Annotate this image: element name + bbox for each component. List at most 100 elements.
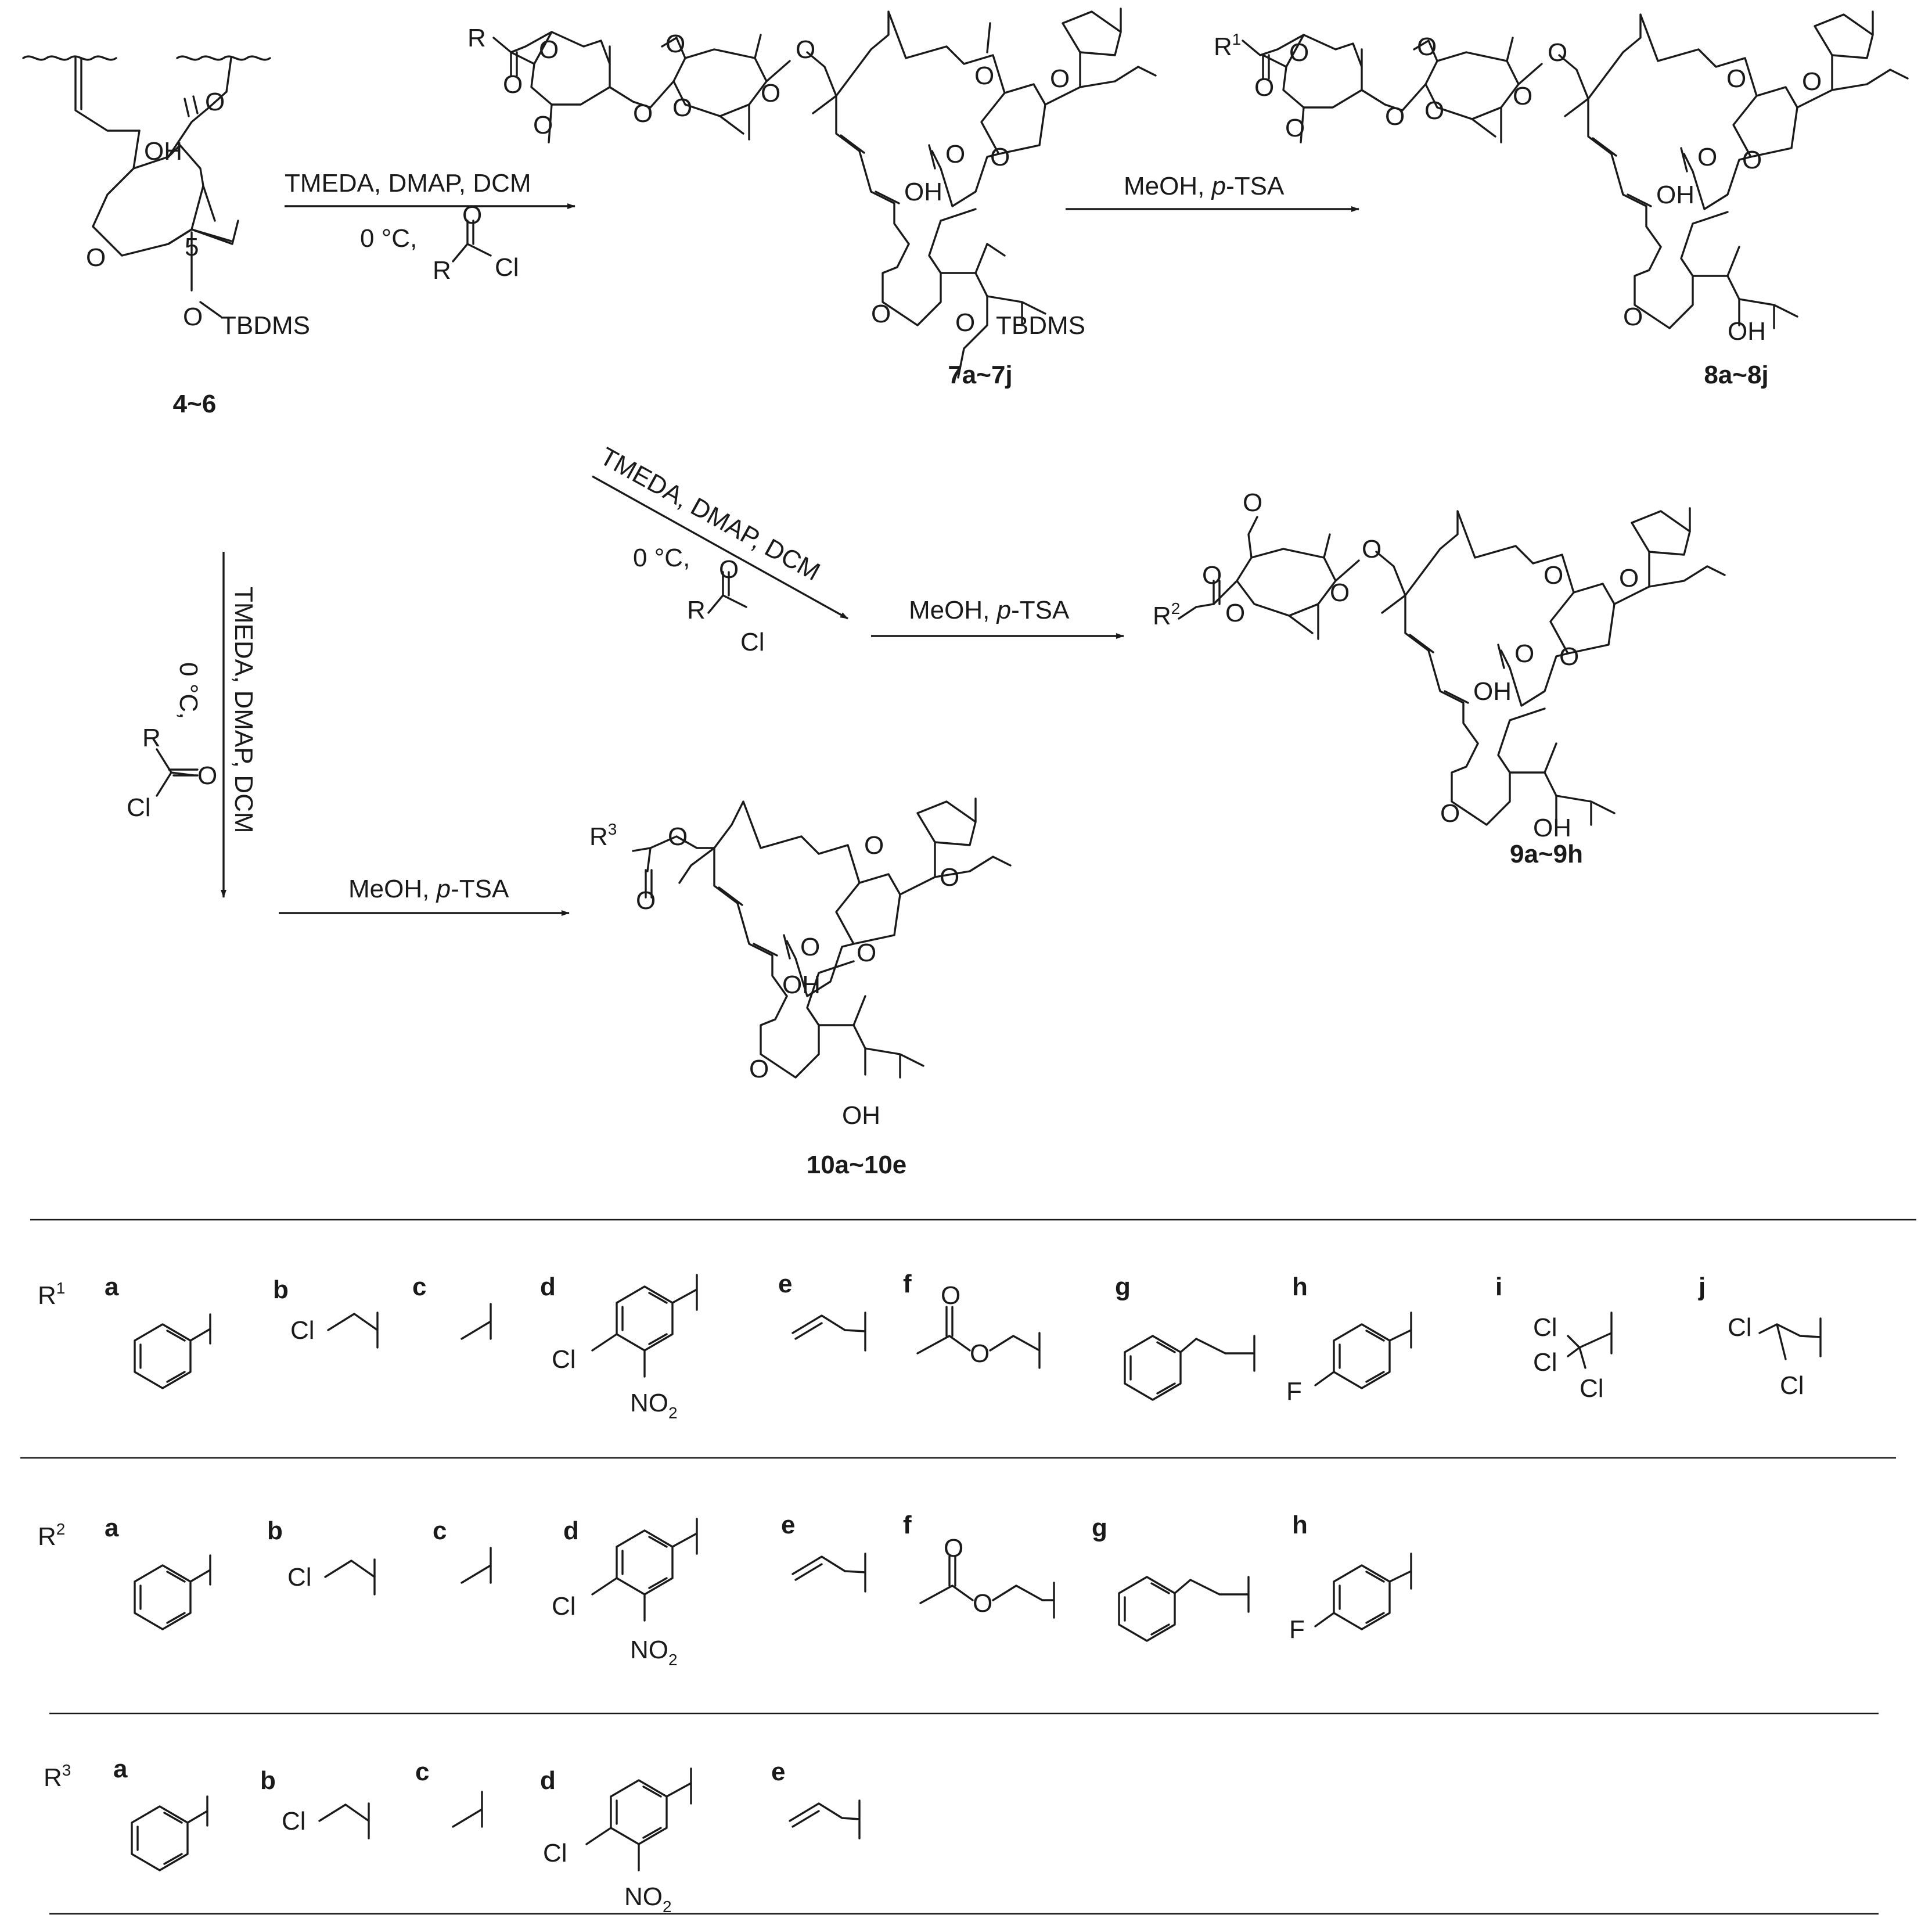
r1-letter-g: g	[1115, 1273, 1131, 1301]
oh-9-b: OH	[1533, 814, 1571, 842]
arrow-deprotection-1: MeOH, p-TSA	[1066, 172, 1359, 212]
o-9-e: O	[1362, 535, 1381, 563]
o-10-g: O	[749, 1055, 769, 1083]
ester-o-label: O	[205, 88, 225, 116]
r3-letter-d: d	[540, 1766, 556, 1795]
r1-j-cl1: Cl	[1728, 1313, 1752, 1342]
r3-row-label: R3	[44, 1761, 71, 1792]
r3-d-no2: NO2	[624, 1882, 672, 1915]
o-10-b: O	[636, 886, 656, 915]
r2-b-cl: Cl	[287, 1563, 312, 1591]
r2-f-o1: O	[944, 1534, 963, 1562]
o-7-n: O	[955, 308, 975, 337]
compound-label-10: 10a~10e	[807, 1151, 907, 1179]
o-8-b: O	[1254, 73, 1274, 102]
r2-d-cl: Cl	[552, 1592, 576, 1621]
silyl-o-label: O	[183, 303, 203, 331]
position-5-label: 5	[185, 233, 199, 261]
r2-label-9: R2	[1153, 599, 1180, 630]
methyl-icon	[460, 1547, 492, 1584]
o-8-g: O	[1513, 82, 1532, 110]
o-10-e: O	[800, 933, 820, 961]
r1-letter-e: e	[778, 1270, 792, 1298]
oh-8-b: OH	[1728, 317, 1766, 346]
arrow-deprotection-3: MeOH, p-TSA	[279, 875, 570, 916]
o-7-b: O	[503, 70, 523, 99]
reagent-deprotection-2: MeOH, p-TSA	[909, 596, 1070, 624]
r3-letter-a: a	[113, 1755, 128, 1783]
compound-8-structure: R1 O O O O O O O O O O O O OH O OH 8a~8j	[1214, 10, 1909, 389]
r2-letter-e: e	[781, 1511, 795, 1539]
r1-row-label: R1	[38, 1279, 65, 1310]
o-8-l: O	[1742, 146, 1762, 174]
arrow-acylation-2: TMEDA, DMAP, DCM 0 °C, R O Cl	[592, 442, 848, 656]
compound-4-6-structure: O OH 5 O O TBDMS 4~6	[22, 55, 310, 418]
o-7-c: O	[665, 30, 685, 58]
acyl-r-3: R	[142, 724, 161, 752]
r3-letter-c: c	[415, 1758, 429, 1786]
acyl-o-1: O	[462, 201, 482, 229]
o-10-a: O	[668, 822, 688, 851]
compound-10-structure: R3 O O O O O O OH O OH 10a~10e	[589, 797, 1012, 1179]
benzyl-icon	[1118, 1576, 1250, 1642]
o-10-d: O	[940, 863, 959, 892]
compound-label-9: 9a~9h	[1510, 840, 1583, 868]
chloromethyl-icon: Cl	[287, 1558, 376, 1596]
r1-label-8: R1	[1214, 30, 1241, 61]
temperature-3: 0 °C,	[174, 662, 203, 719]
4-fluorophenyl-icon: F	[1289, 1553, 1412, 1644]
o-8-f: O	[1424, 96, 1444, 125]
o-9-g: O	[1619, 564, 1639, 592]
o-7-m: O	[871, 300, 891, 328]
r1-d-cl: Cl	[552, 1345, 576, 1374]
reagent-acylation-1: TMEDA, DMAP, DCM	[285, 169, 531, 197]
temperature-1: 0 °C,	[360, 224, 417, 253]
vinyl-icon	[791, 1553, 866, 1593]
o-10-c: O	[864, 831, 884, 860]
oh-10-b: OH	[842, 1101, 880, 1130]
r1-f-o2: O	[970, 1339, 990, 1368]
r1-i-cl3: Cl	[1580, 1374, 1604, 1403]
r1-i-cl1: Cl	[1533, 1313, 1557, 1342]
r1-b-cl: Cl	[290, 1316, 315, 1345]
o-7-e: O	[533, 111, 553, 139]
r2-letter-c: c	[433, 1517, 447, 1545]
methyl-icon	[452, 1791, 483, 1828]
compound-9-structure: R2 O O O O O O O O O OH O OH 9a~9h	[1153, 488, 1726, 868]
o-9-j: O	[1440, 799, 1460, 828]
o-8-a: O	[1289, 38, 1309, 67]
chloromethyl-icon: Cl	[282, 1802, 370, 1839]
o-8-h: O	[1548, 38, 1567, 67]
r2-letter-h: h	[1292, 1511, 1308, 1539]
o-9-b: O	[1225, 599, 1245, 627]
r2-row-label: R2	[38, 1520, 65, 1551]
o-7-h: O	[796, 35, 815, 64]
compound-label-8: 8a~8j	[1704, 361, 1768, 389]
reagent-deprotection-1: MeOH, p-TSA	[1124, 172, 1285, 200]
o-8-i: O	[1726, 64, 1746, 93]
phenyl-icon	[131, 1795, 208, 1871]
r-label-7: R	[467, 24, 486, 52]
arrow-acylation-1: TMEDA, DMAP, DCM 0 °C, R O Cl	[285, 169, 575, 285]
oh-7: OH	[904, 178, 942, 206]
r2-letter-d: d	[563, 1517, 579, 1545]
r1-letter-h: h	[1292, 1273, 1308, 1301]
phenyl-icon	[134, 1313, 211, 1389]
benzyl-icon	[1124, 1335, 1255, 1401]
o-9-c: O	[1243, 488, 1262, 517]
compound-label-7: 7a~7j	[948, 361, 1012, 389]
oh-10-a: OH	[782, 971, 821, 999]
o-7-k: O	[945, 140, 965, 168]
r1-j-cl2: Cl	[1780, 1371, 1804, 1400]
methyl-icon	[460, 1303, 492, 1340]
reagent-acylation-3: TMEDA, DMAP, DCM	[229, 587, 258, 833]
oh-8-a: OH	[1656, 181, 1694, 209]
